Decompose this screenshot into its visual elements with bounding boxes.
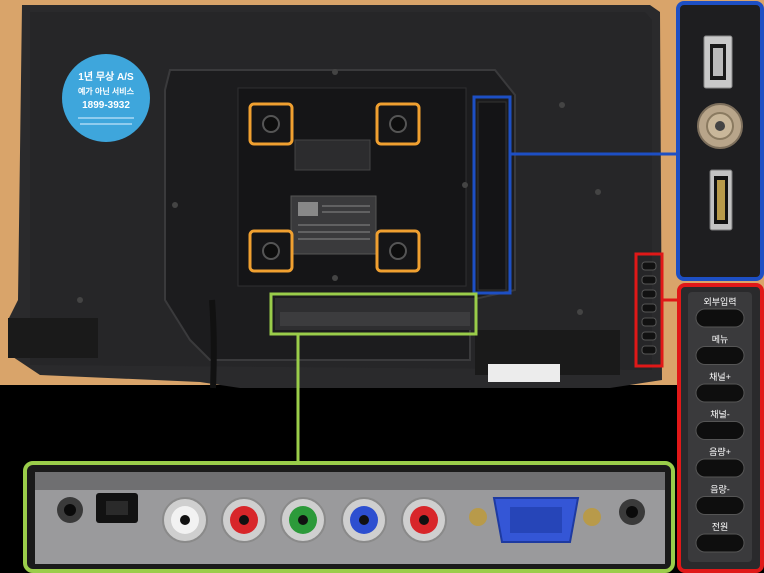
sticker-line1: 1년 무상 A/S — [78, 70, 134, 83]
side-button-label: 채널- — [710, 410, 730, 420]
rca-jack-hole — [180, 515, 190, 525]
side-button-label: 전원 — [712, 522, 729, 532]
side-button — [695, 458, 745, 478]
side-button-label: 채널+ — [709, 372, 731, 382]
rca-jack-hole — [239, 515, 249, 525]
rca-jack-hole — [419, 515, 429, 525]
vesa-box-bottom-right — [375, 229, 421, 273]
service-sticker: 1년 무상 A/S 예가 아닌 서비스 1899-3932 — [62, 54, 150, 142]
sticker-line2: 예가 아닌 서비스 — [78, 86, 135, 96]
bottom-ports-highlight — [23, 292, 675, 573]
side-button — [695, 383, 745, 403]
serial-label-sticker — [488, 364, 560, 382]
rca-jack-hole — [298, 515, 308, 525]
side-button-label: 음량+ — [709, 446, 731, 457]
side-button-label: 음량- — [710, 484, 730, 495]
side-button — [695, 496, 745, 515]
rca-jacks — [162, 497, 447, 543]
sticker-phone: 1899-3932 — [82, 100, 130, 111]
side-port-strip — [477, 101, 507, 291]
side-button — [695, 308, 745, 328]
side-button-label: 외부입력 — [703, 296, 736, 307]
side-button — [695, 346, 745, 365]
vesa-box-bottom-left — [248, 229, 294, 273]
center-label — [294, 139, 371, 171]
side-button-label: 메뉴 — [712, 335, 729, 345]
vesa-box-top-left — [248, 102, 294, 146]
tv-back-body — [8, 5, 662, 389]
power-cable — [209, 299, 217, 389]
side-ports-highlight — [472, 1, 764, 295]
side-button — [695, 421, 745, 440]
side-button — [695, 533, 745, 553]
vesa-box-top-right — [375, 102, 421, 146]
rca-jack-hole — [359, 515, 369, 525]
vesa-mount-highlights — [248, 102, 421, 273]
